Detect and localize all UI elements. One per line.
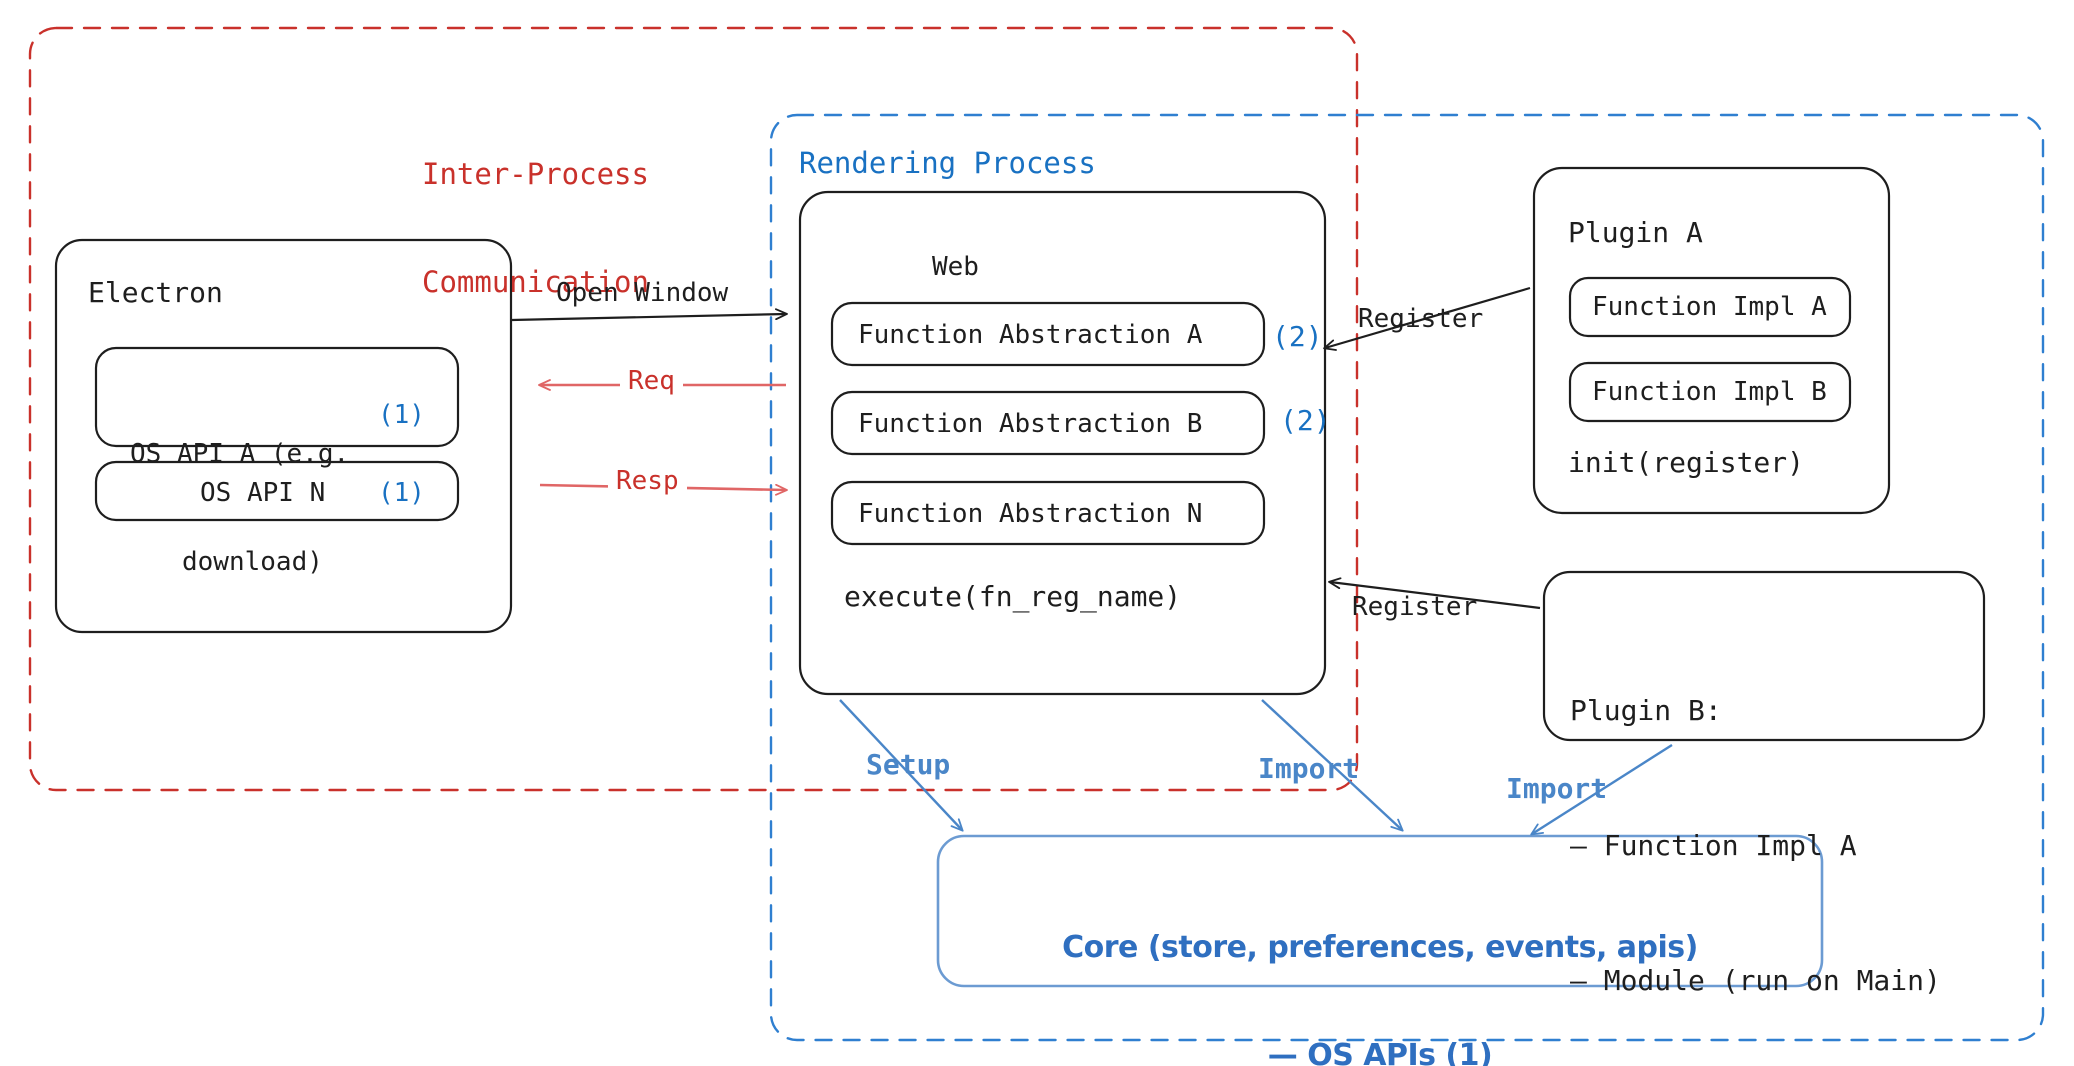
function-abstraction-a-marker: (2): [1272, 320, 1323, 353]
function-impl-a-label[interactable]: Function Impl A: [1592, 292, 1827, 322]
plugin-b-title: Plugin B:: [1570, 694, 1722, 727]
rendering-process-label: Rendering Process: [799, 146, 1096, 180]
register-b-label: Register: [1352, 592, 1478, 622]
plugin-a-init-label: init(register): [1568, 446, 1805, 479]
function-impl-b-label[interactable]: Function Impl B: [1592, 377, 1827, 407]
import-web-label: Import: [1258, 752, 1360, 785]
os-api-a-line-1: OS API A (e.g.: [130, 439, 350, 469]
os-api-a-marker: (1): [378, 400, 425, 430]
web-title: Web: [932, 252, 979, 282]
core-content: Core (store, preferences, events, apis) …: [938, 858, 1822, 1066]
ipc-label-line-2: Communication: [422, 265, 649, 299]
os-api-n-marker: (1): [378, 478, 425, 508]
function-abstraction-n-label[interactable]: Function Abstraction N: [858, 499, 1203, 529]
function-abstraction-b-marker: (2): [1280, 404, 1331, 437]
web-box-outline: [798, 190, 1327, 696]
os-api-a-label[interactable]: OS API A (e.g. download): [130, 364, 349, 652]
ipc-label-line-1: Inter-Process: [422, 157, 649, 191]
core-line-1: Core (store, preferences, events, apis): [1062, 930, 1698, 965]
import-plugin-label: Import: [1506, 772, 1608, 805]
os-api-a-line-2: download): [182, 547, 323, 577]
web-execute-method: execute(fn_reg_name): [844, 580, 1182, 613]
resp-label: Resp: [608, 466, 687, 496]
function-abstraction-a-label[interactable]: Function Abstraction A: [858, 320, 1203, 350]
register-a-label: Register: [1358, 304, 1484, 334]
ipc-container-label: Inter-Process Communication: [422, 84, 649, 372]
req-label: Req: [620, 366, 683, 396]
core-line-2: — OS APIs (1): [1267, 1038, 1493, 1066]
plugin-b-item-2: — Module (run on Main): [1570, 964, 1941, 997]
plugin-a-title: Plugin A: [1568, 216, 1703, 249]
plugin-b-content: Plugin B: — Function Impl A — Module (ru…: [1570, 598, 1941, 1066]
plugin-b-item-1: — Function Impl A: [1570, 829, 1857, 862]
function-abstraction-b-label[interactable]: Function Abstraction B: [858, 409, 1203, 439]
setup-label: Setup: [866, 748, 951, 781]
open-window-label: Open Window: [556, 278, 729, 308]
os-api-n-label[interactable]: OS API N: [200, 478, 326, 508]
electron-title: Electron: [88, 276, 223, 309]
